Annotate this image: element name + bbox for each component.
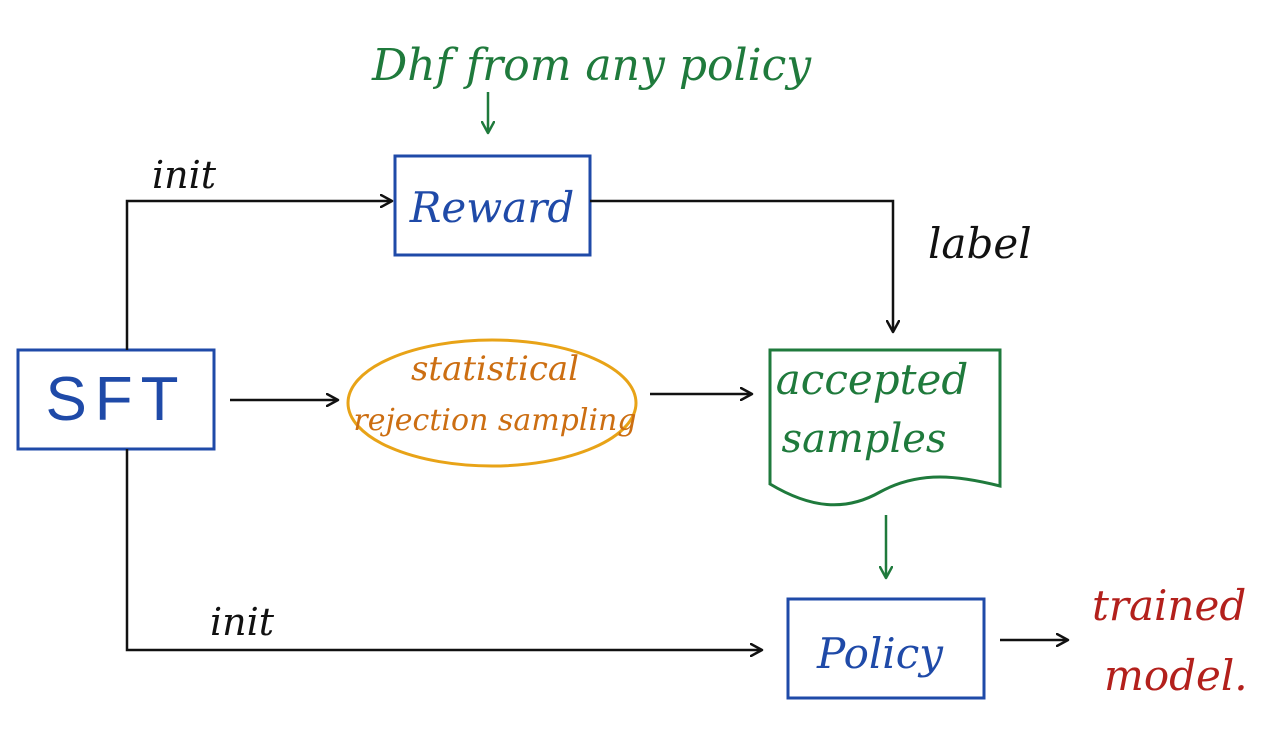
accepted-label-line2: samples — [782, 416, 947, 462]
accepted-label-line1: accepted — [776, 355, 968, 404]
init-top-label: init — [152, 153, 217, 197]
policy-label: Policy — [816, 629, 944, 678]
accepted-samples-node: accepted samples — [768, 348, 1002, 507]
dhf-label: Dhf from any policy — [371, 40, 812, 91]
label-annotation: label — [928, 219, 1032, 268]
sft-box — [16, 348, 216, 451]
trained-label-line1: trained — [1092, 581, 1246, 630]
accepted-samples-shape — [768, 348, 1002, 507]
sft-label: SFT — [45, 365, 186, 434]
sft-to-policy-connector — [125, 449, 762, 650]
rejection-sampling-ellipse — [346, 338, 638, 468]
init-bottom-label: init — [210, 600, 275, 644]
sft-node: SFT — [16, 348, 216, 451]
trained-label-line2: model. — [1104, 651, 1248, 700]
sft-to-reward-connector — [125, 201, 392, 350]
reward-box — [393, 154, 592, 257]
reward-node: Reward — [393, 154, 592, 257]
policy-node: Policy — [786, 597, 986, 700]
policy-box — [786, 597, 986, 700]
reward-label: Reward — [409, 183, 574, 232]
reward-to-accepted-connector — [590, 199, 893, 332]
rejection-label-line1: statistical — [411, 349, 579, 389]
rejection-sampling-node: statistical rejection sampling — [346, 338, 638, 468]
rejection-label-line2: rejection sampling — [353, 403, 636, 438]
